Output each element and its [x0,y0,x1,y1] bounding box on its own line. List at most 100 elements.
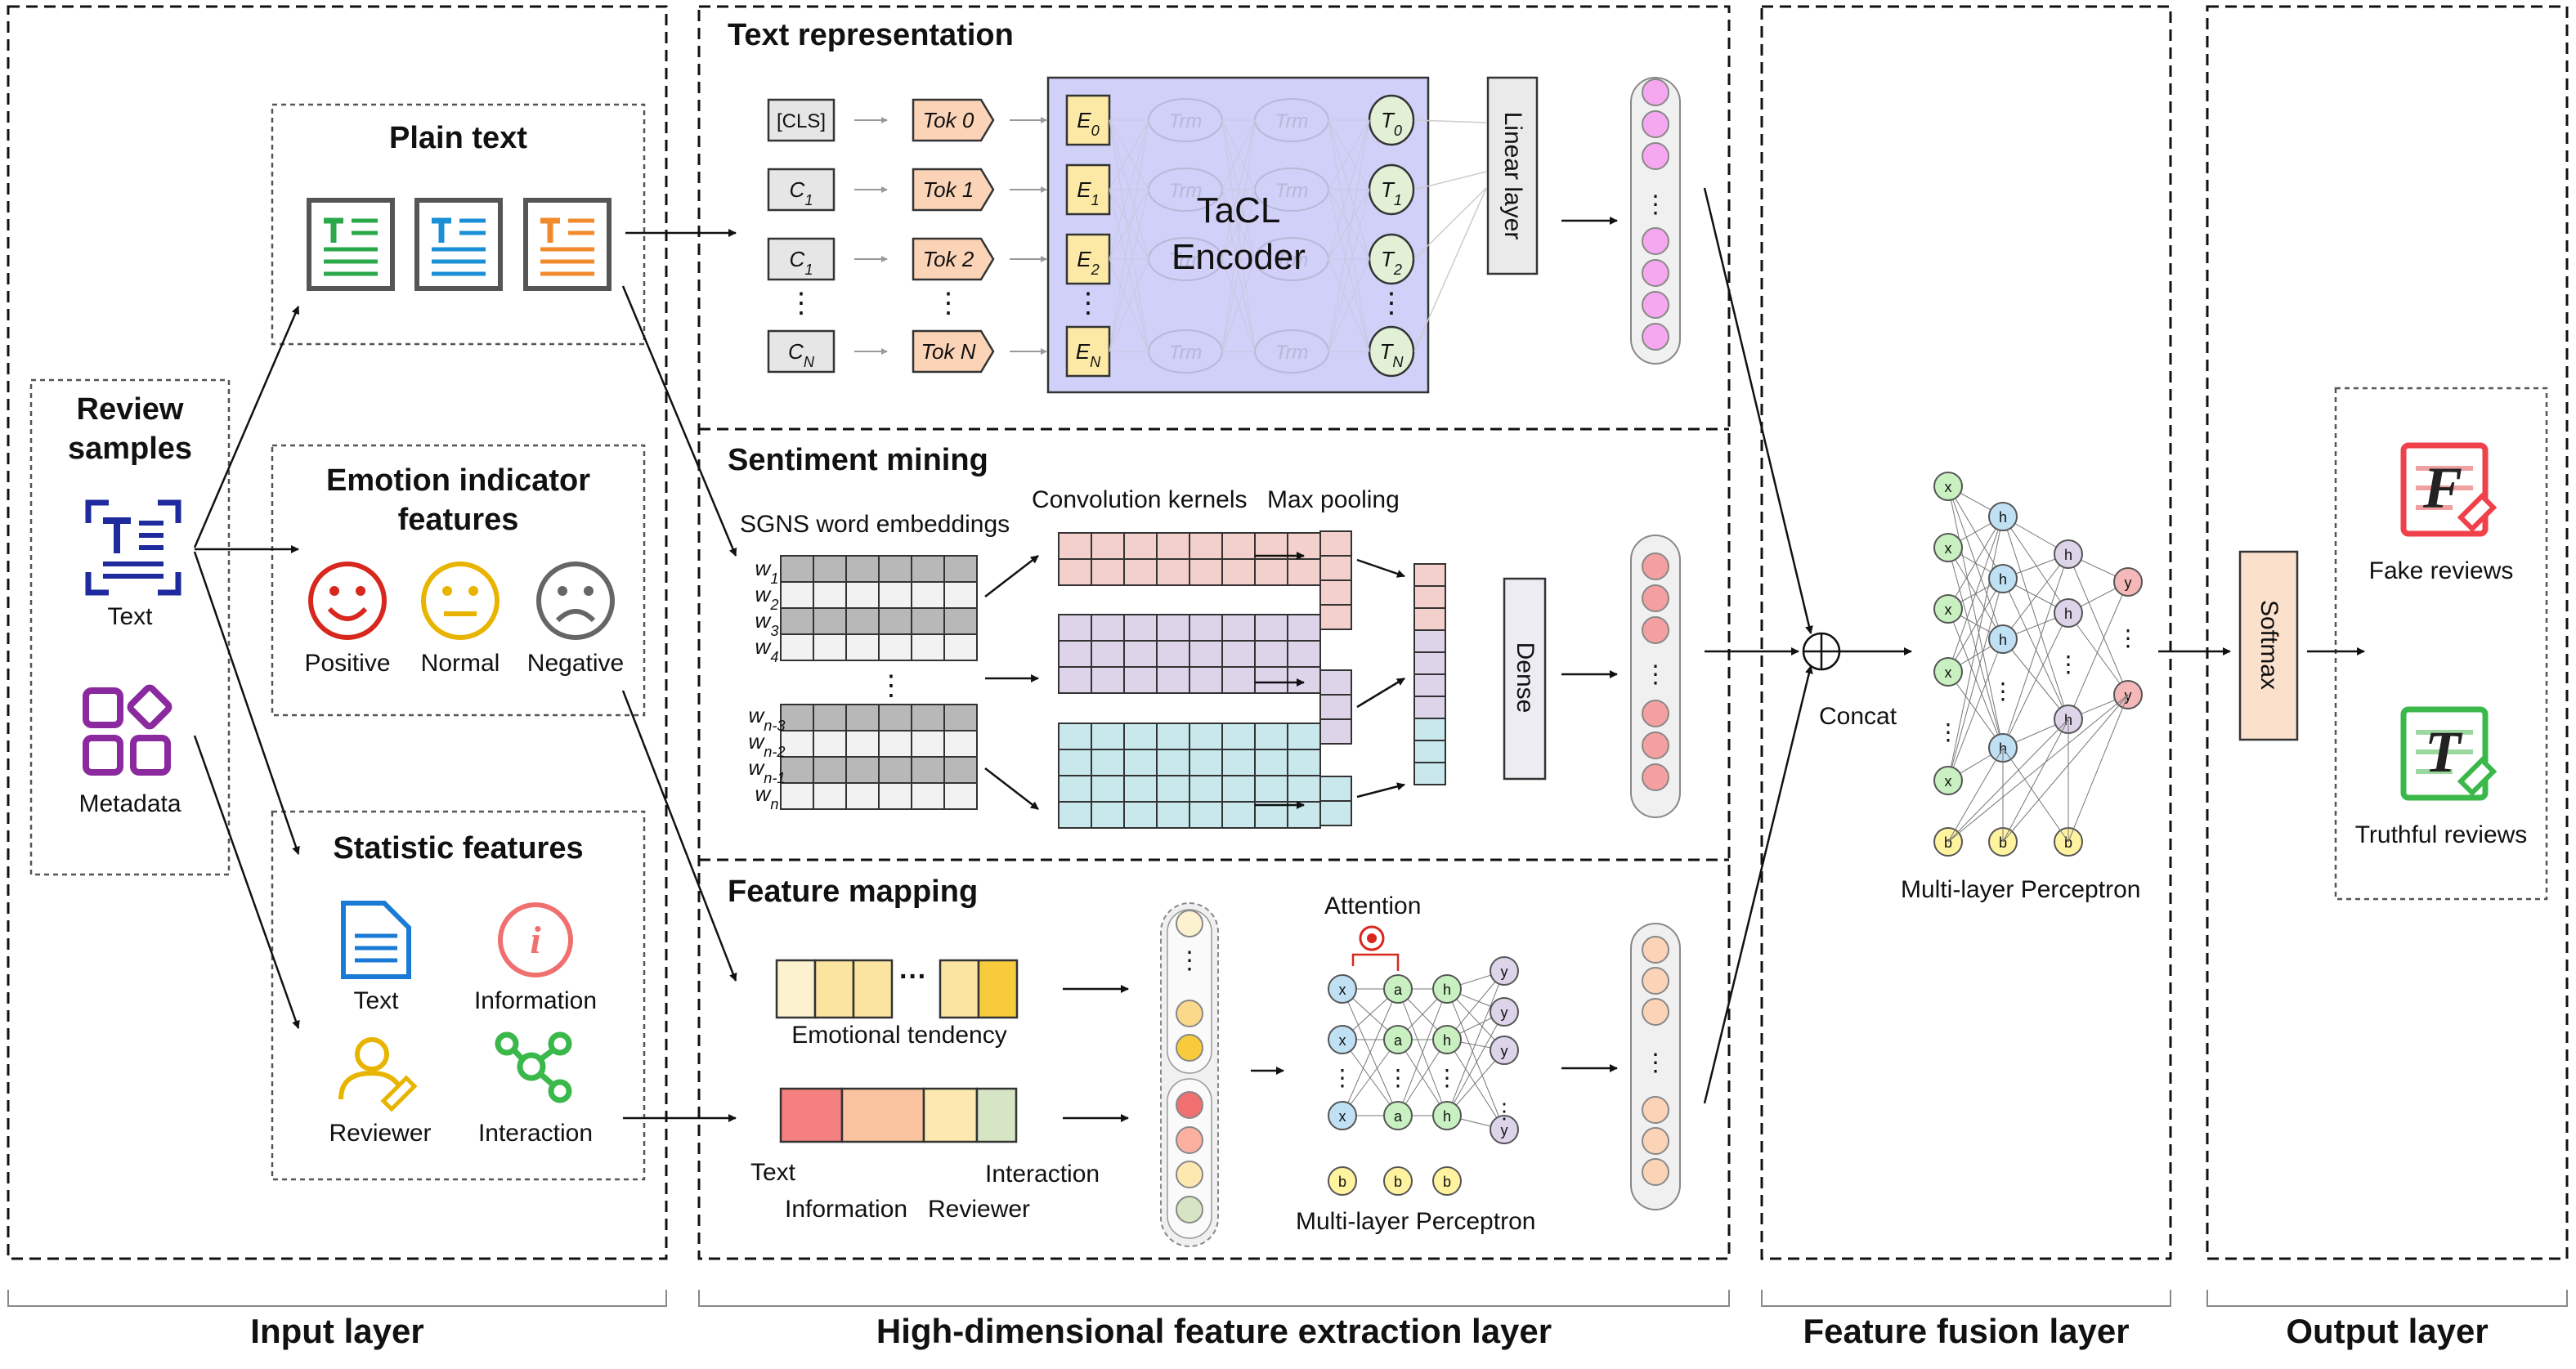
word-label: wn-2 [748,729,785,760]
embedding-cell [943,607,978,635]
mlp-a-node [1383,1101,1413,1130]
input-char-label: C1 [790,177,813,208]
input-layer-frame [7,5,668,1260]
embedding-cell [943,730,978,758]
linear-link [1413,119,1487,123]
mlp-bias-node [1432,1166,1462,1196]
embedding-cell [845,555,880,583]
fusion-y-node-label: y [2125,575,2132,591]
conv-kernel-cell [1058,666,1092,694]
mapping-mlp-label: Multi-layer Perceptron [1296,1208,1536,1235]
conv-kernel-cell [1221,749,1256,776]
mlp-ellipsis: ⋮ [1387,1065,1409,1090]
sentiment-arrow [1356,782,1405,799]
pool-cell [1319,604,1352,630]
conv-kernel-cell [1123,723,1158,750]
mapping-dots: ··· [899,961,927,992]
embed-label: EN [1076,339,1101,370]
bar-information-label: Information [785,1196,908,1223]
fusion-x-node-label: x [1945,664,1952,681]
extraction-layer-label: High-dimensional feature extraction laye… [876,1312,1552,1350]
fusion-x-node [1933,766,1963,795]
conv-kernel-cell [1123,614,1158,642]
max-pooling-label: Max pooling [1267,486,1400,513]
vector-cell-peach [1642,1096,1669,1124]
conv-kernel-cell [1156,775,1190,803]
svg-text:i: i [530,919,541,962]
mlp-a-node-label: a [1394,1108,1403,1125]
attention-target-icon [1359,925,1385,951]
plain-text-title: Plain text [389,121,527,155]
tok-box [912,237,995,281]
conv-kernel-cell [1091,532,1125,560]
input-token-box [767,237,836,281]
conv-kernel-cell [1058,749,1092,776]
fusion-h2-node [2054,598,2083,628]
layer-brackets [7,1290,2568,1307]
mlp-bias-node-label: b [1394,1174,1402,1190]
embedding-cell [878,704,912,731]
embed-box [1065,94,1111,146]
embed-label: E1 [1077,177,1099,208]
tok-box [912,329,995,374]
emotion-negative-label: Negative [526,650,625,677]
document-icon-green [307,198,395,291]
tok-box [912,168,995,212]
mlp-y-node [1490,997,1519,1027]
output-label: T0 [1381,108,1402,139]
word-label: w3 [755,608,779,639]
conv-kernel-cell [1254,666,1288,694]
statistic-bar-cell [840,1087,925,1143]
bar-reviewer-label: Reviewer [928,1196,1031,1223]
embedding-ellipsis: ⋮ [877,670,905,701]
conv-kernel-cell [1156,723,1190,750]
vector-cell-pink [1642,291,1669,319]
word-label: wn-1 [748,755,785,786]
conv-kernel-cell [1189,723,1223,750]
encoder-title-2: Encoder [1172,237,1306,277]
pill-ellipsis: ⋮ [1643,661,1668,688]
embedding-cell [780,581,814,609]
conv-kernel-cell [1156,640,1190,668]
conv-kernel-cell [1189,558,1223,586]
normal-face-icon [421,561,500,640]
fusion-layer-label: Feature fusion layer [1803,1312,2130,1350]
conv-kernel-cell [1254,723,1288,750]
mlp-y-node-label: y [1501,1004,1508,1021]
emotion-title-1: Emotion indicator [326,463,590,498]
conv-kernel-cell [1254,640,1288,668]
pool-cell [1319,718,1352,745]
conv-kernel-cell [1091,775,1125,803]
embedding-cell [943,633,978,661]
mlp-bias-node [1383,1166,1413,1196]
mapped-cell [1176,910,1203,937]
text-scan-icon [85,499,181,596]
bar-interaction-label: Interaction [985,1161,1100,1188]
conv-kernel-cell [1091,614,1125,642]
input-char-label: C1 [790,247,813,278]
embedding-cell [911,633,945,661]
vector-cell-peach [1642,967,1669,995]
review-samples-title-2: samples [67,432,193,466]
fusion-ellipsis: ⋮ [1937,719,1960,745]
mlp-x-node [1328,1101,1357,1130]
output-label: TN [1379,339,1404,370]
embedding-cell [813,555,847,583]
conv-kernel-cell [1189,801,1223,829]
conv-kernel-cell [1287,558,1321,586]
tendency-cell [775,959,817,1019]
tok-label: Tok 2 [923,247,974,271]
embedding-cell [878,581,912,609]
feature-mapping-title: Feature mapping [728,875,979,909]
embedding-cell [813,782,847,810]
conv-kernel-cell [1156,558,1190,586]
vector-cell-red [1642,763,1669,791]
bar-text-label: Text [750,1159,796,1186]
mlp-x-node-label: x [1339,1032,1346,1049]
mlp-h-node-label: h [1443,982,1451,998]
information-icon: i [498,902,573,978]
negative-face-icon [536,561,615,640]
input-token-box [767,329,836,374]
statistic-text-label: Text [353,987,399,1014]
embed-label: E2 [1077,247,1099,278]
